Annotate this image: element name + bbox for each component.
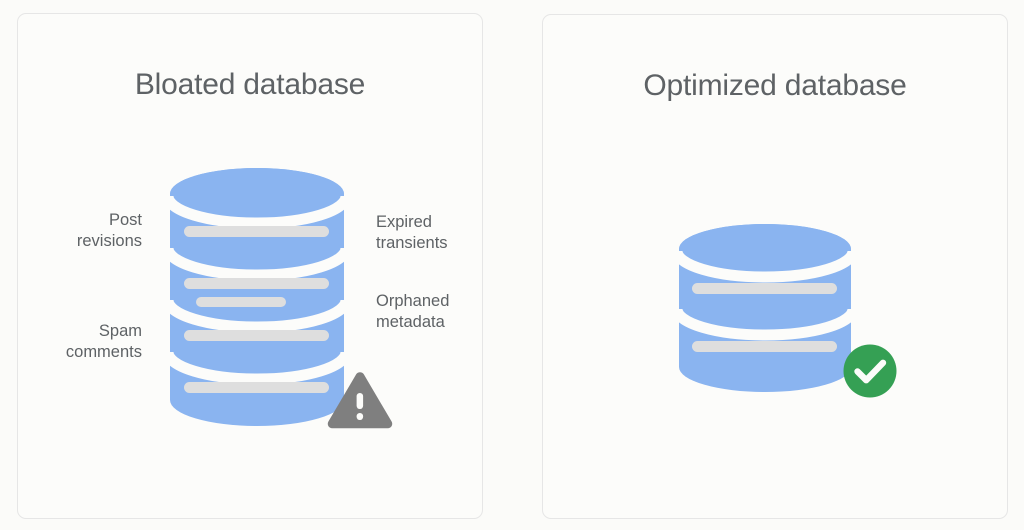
expired-transients-label: Expired transients [376, 213, 448, 253]
orphaned-metadata-label: Orphaned metadata [376, 292, 450, 332]
card-optimized-database: Optimized database [542, 14, 1008, 519]
check-circle-icon [840, 341, 900, 401]
card-bloated-database: Bloated database [17, 13, 483, 519]
page-title-bloated: Bloated database [134, 68, 366, 101]
spam-comments-label: Spam comments [65, 322, 142, 362]
database-cylinder-bloated [152, 166, 362, 428]
database-cylinder-optimized [666, 222, 876, 402]
post-revisions-label: Post revisions [76, 211, 142, 251]
warning-triangle-icon [325, 369, 395, 434]
page-title-optimized: Optimized database [643, 69, 907, 102]
